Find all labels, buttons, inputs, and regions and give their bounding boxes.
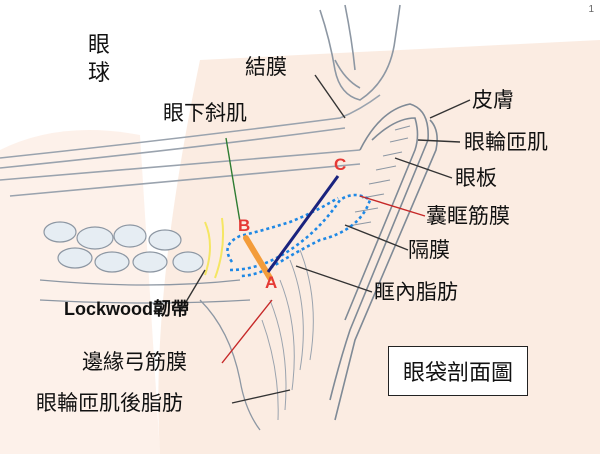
label-suborbicularis-fat: 眼輪匝肌後脂肪	[36, 391, 183, 415]
lower-orbit-lines	[39, 279, 261, 431]
point-a: A	[265, 273, 278, 292]
label-skin: 皮膚	[472, 88, 514, 112]
label-arcus-marginalis: 邊緣弓筋膜	[82, 350, 187, 374]
label-conjunctiva: 結膜	[245, 55, 287, 79]
label-eyeball: 眼球	[87, 33, 110, 86]
eyelid-tarsus	[329, 103, 438, 421]
leader-lines	[179, 74, 471, 404]
point-c: C	[334, 155, 347, 174]
label-inferior-oblique: 眼下斜肌	[163, 101, 247, 125]
segment-a-c	[266, 175, 340, 273]
label-septum: 隔膜	[408, 238, 450, 262]
title-box: 眼袋剖面圖	[388, 346, 529, 396]
label-lockwood-ligament: Lockwood韌帶	[64, 299, 189, 319]
lockwood-ligament-outline	[204, 217, 225, 279]
label-orbital-fat: 眶內脂肪	[374, 280, 458, 304]
segment-b-a	[243, 235, 273, 281]
skin-background-left	[0, 130, 160, 454]
label-orbicularis: 眼輪匝肌	[464, 130, 548, 154]
tarsal-glands	[347, 125, 411, 227]
orbicularis-fibers	[261, 249, 314, 421]
label-tarsus: 眼板	[455, 166, 497, 190]
eyeball-surface-lines	[0, 94, 381, 197]
label-capsulopalpebral-fascia: 囊眶筋膜	[426, 204, 510, 228]
page-number: 1	[588, 4, 594, 15]
point-b: B	[238, 216, 251, 235]
orbital-fat-lobules	[43, 221, 204, 273]
conjunctival-fornix	[319, 4, 401, 101]
